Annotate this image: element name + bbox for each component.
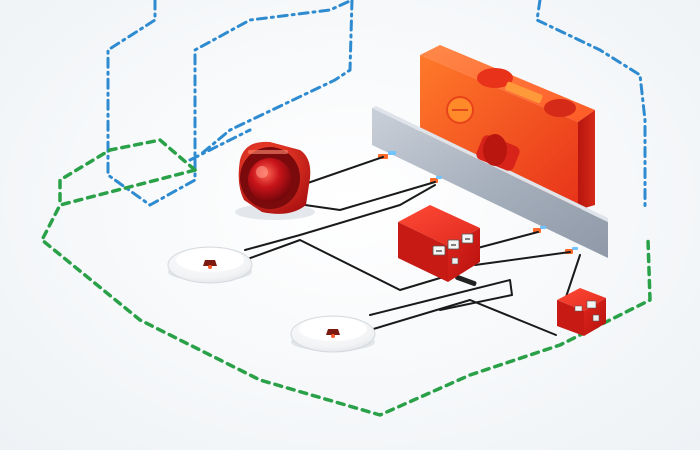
rail-front xyxy=(372,108,608,258)
junction-box xyxy=(398,205,480,282)
blue-line-center xyxy=(198,0,354,157)
smoke-detector-lower xyxy=(290,315,376,353)
alarm-bell xyxy=(235,141,315,220)
wire-bell-to-rail xyxy=(301,156,384,186)
callpoint-window xyxy=(586,300,597,309)
panel-top-knob-left xyxy=(477,68,513,88)
box-top xyxy=(398,205,480,246)
network-loop-blue xyxy=(106,0,647,212)
wire-detector2-to-callpoint xyxy=(369,299,557,336)
wiring xyxy=(244,156,581,336)
detector-upper-led xyxy=(208,265,212,269)
wire-callpoint-to-rail xyxy=(564,254,581,301)
blue-line-left xyxy=(106,0,354,207)
rail-terminal-5 xyxy=(533,228,541,233)
panel-top-knob-right xyxy=(544,99,576,117)
detector-lower-sensor xyxy=(326,329,340,335)
wire-splice xyxy=(455,274,477,287)
manual-call-point xyxy=(557,288,606,336)
rail-terminal-2 xyxy=(388,151,396,155)
callpoint-button xyxy=(592,314,600,322)
blue-line-right xyxy=(535,0,647,212)
blue-line-inner xyxy=(188,128,252,162)
panel-side-face xyxy=(578,110,595,210)
main-control-panel xyxy=(420,45,595,210)
panel-front-face xyxy=(420,55,578,210)
bell-highlight xyxy=(248,150,288,154)
wire-box-to-rail xyxy=(469,231,539,251)
wire-detector2-to-box xyxy=(369,279,513,316)
rail-terminal-8 xyxy=(572,247,578,250)
panel-connector-flange xyxy=(483,134,507,166)
callpoint-label xyxy=(574,305,583,312)
box-indicator xyxy=(451,257,459,265)
bell-dome xyxy=(248,158,292,202)
bell-dome-shine xyxy=(256,166,268,178)
green-boundary-left xyxy=(58,138,197,207)
wire-detector1-to-rail xyxy=(244,184,436,251)
wire-bell-to-rail-2 xyxy=(304,181,436,211)
panel-top-slot xyxy=(505,81,543,104)
rail-terminal-3 xyxy=(430,178,438,183)
callpoint-top xyxy=(557,288,606,311)
rail-terminal-4 xyxy=(436,176,442,179)
smoke-detector-upper xyxy=(167,246,253,284)
box-front xyxy=(398,222,448,282)
detector-upper-sensor xyxy=(203,260,217,266)
rail-terminal-6 xyxy=(540,226,546,229)
wire-box-to-rail-2 xyxy=(474,251,571,266)
wire-detector1-to-box xyxy=(244,239,451,291)
detector-lower-led xyxy=(331,334,335,338)
